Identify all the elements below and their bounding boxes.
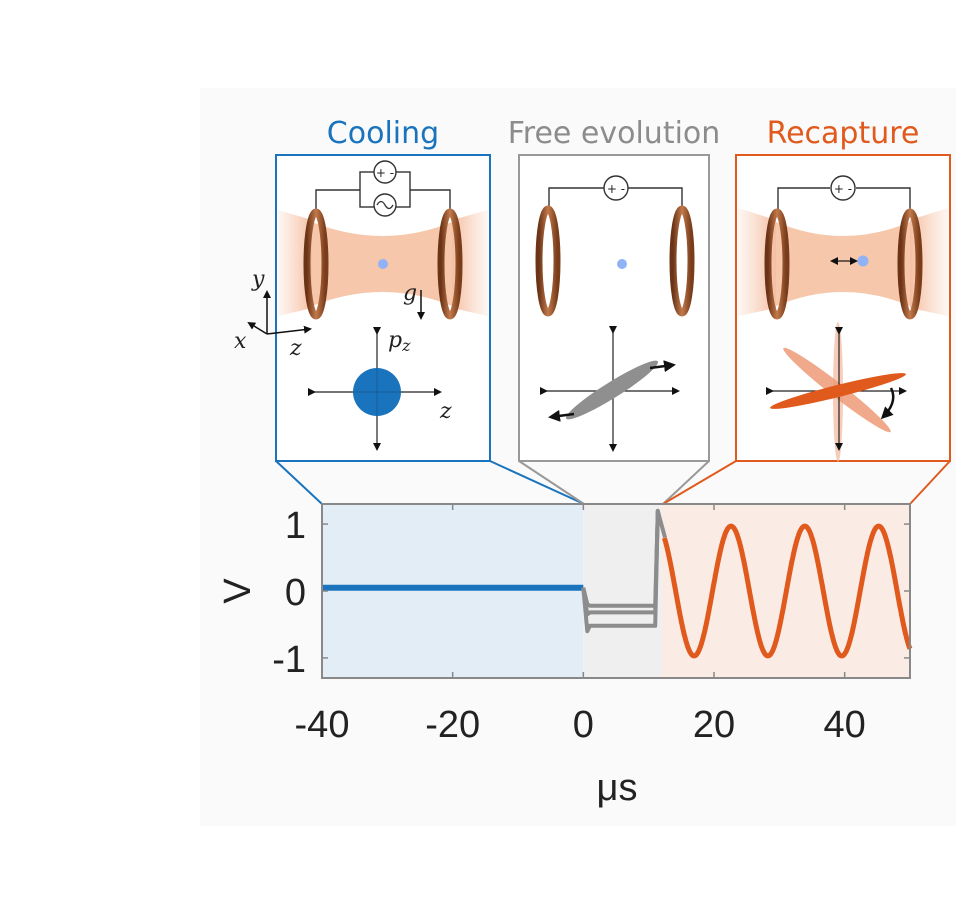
zoom-connectors bbox=[275, 460, 951, 505]
plot-region-free-evolution bbox=[583, 504, 662, 678]
series-line-4 bbox=[661, 523, 913, 659]
svg-text:x: x bbox=[234, 329, 247, 354]
coil-ring-right bbox=[897, 208, 923, 320]
dc-source-icon: + - bbox=[373, 160, 397, 184]
coil-ring-right bbox=[669, 205, 695, 317]
x-tick-label: -20 bbox=[425, 704, 480, 746]
coil-ring-left bbox=[535, 205, 561, 317]
coil-ring-left bbox=[764, 208, 790, 320]
y-tick-label: -1 bbox=[272, 639, 306, 681]
plot-region-cooling bbox=[322, 504, 584, 678]
ac-source-icon bbox=[373, 193, 397, 217]
laser-beam bbox=[738, 208, 948, 316]
panel-title-cooling: Cooling bbox=[327, 116, 439, 151]
phase-space-free-evolution bbox=[540, 326, 680, 452]
gravity-arrow-icon: g bbox=[403, 281, 425, 320]
particle bbox=[617, 259, 627, 269]
x-tick-label: -40 bbox=[295, 704, 350, 746]
coordinate-axes-icon: y x z bbox=[234, 267, 312, 361]
circuit-dc bbox=[777, 187, 911, 210]
x-tick-label: 20 bbox=[693, 704, 735, 746]
svg-text:+ -: + - bbox=[376, 166, 394, 180]
svg-text:+ -: + - bbox=[607, 182, 625, 196]
circuit-dc bbox=[548, 187, 683, 210]
phase-space-cooling: pz z bbox=[308, 327, 452, 451]
phase-space-ellipse bbox=[566, 360, 658, 420]
panel-cooling: + - g pz z bbox=[275, 154, 491, 462]
panel-recapture: + - bbox=[735, 154, 951, 462]
y-tick-label: 0 bbox=[285, 572, 306, 614]
rotation-arrow-icon bbox=[880, 387, 895, 420]
x-axis-label: μs bbox=[597, 767, 638, 809]
dc-source-icon: + - bbox=[603, 175, 629, 201]
phase-space-recapture bbox=[766, 322, 907, 462]
x-tick-label: 0 bbox=[573, 704, 594, 746]
svg-text:z: z bbox=[289, 336, 302, 361]
panel-title-free-evolution: Free evolution bbox=[508, 116, 721, 151]
series-line-3 bbox=[581, 510, 660, 617]
voltage-plot: -40 -20 0 20 40 1 0 -1 μs V bbox=[217, 503, 913, 809]
coil-ring-left bbox=[303, 208, 329, 320]
svg-text:+ -: + - bbox=[834, 182, 852, 196]
dc-source-icon: + - bbox=[830, 175, 856, 201]
position-label: z bbox=[439, 399, 452, 424]
svg-text:y: y bbox=[251, 267, 265, 292]
y-axis-label: V bbox=[217, 578, 259, 604]
x-tick-label: 40 bbox=[824, 704, 866, 746]
coil-ring-right bbox=[437, 208, 463, 320]
particle bbox=[378, 259, 388, 269]
svg-text:g: g bbox=[403, 281, 417, 306]
particle bbox=[857, 255, 869, 267]
panel-free-evolution: + - bbox=[518, 154, 710, 462]
y-tick-label: 1 bbox=[285, 505, 306, 547]
panel-title-recapture: Recapture bbox=[767, 116, 920, 151]
phase-space-ellipse-current bbox=[770, 373, 906, 409]
momentum-label: pz bbox=[388, 328, 411, 355]
